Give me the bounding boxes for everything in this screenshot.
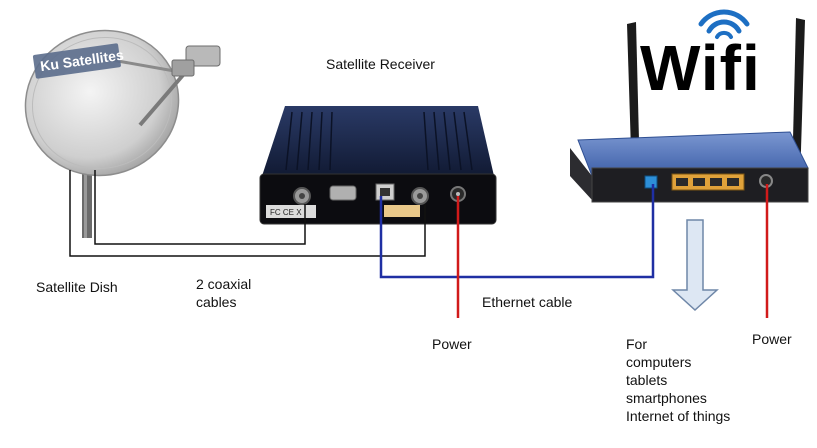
power-label-router: Power [752,331,792,347]
ethernet-cable [379,184,655,279]
coaxial-cables [69,170,426,257]
satellite-receiver-icon: FC CE X [259,106,497,225]
ethernet-cable-label: Ethernet cable [482,294,573,310]
down-arrow-icon [671,219,719,312]
receiver-label-text: FC CE X [270,208,302,217]
power-cables [456,184,769,318]
coaxial-cables-label-line1: 2 coaxial [196,276,252,292]
coaxial-cables-label-line2: cables [196,294,237,310]
devices-label-iot: Internet of things [626,408,731,424]
satellite-receiver-label: Satellite Receiver [326,56,435,72]
wifi-signal-icon [698,9,750,39]
power-label-receiver: Power [432,336,472,352]
satellite-dish-label: Satellite Dish [36,279,118,295]
devices-label-for: For [626,336,647,352]
devices-label-computers: computers [626,354,692,370]
wifi-logo-text: Wifi [640,32,761,104]
devices-label-smartphones: smartphones [626,390,707,406]
wifi-router-icon [570,18,809,203]
devices-label-tablets: tablets [626,372,668,388]
